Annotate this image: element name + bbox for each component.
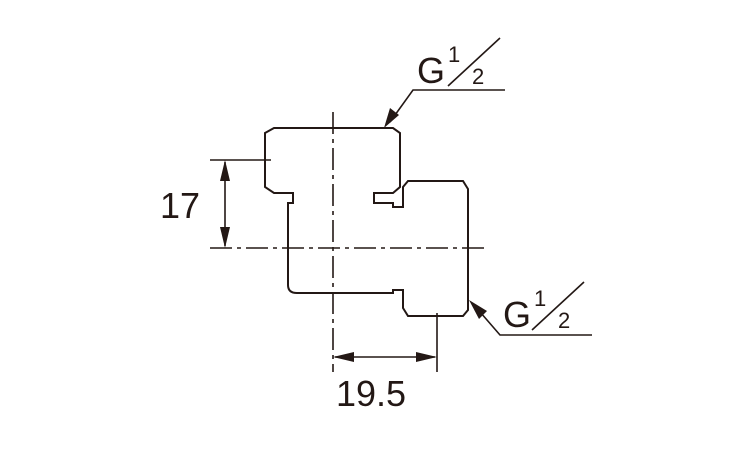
thread-letter: G [503,294,532,335]
thread-numerator: 1 [534,286,547,311]
fraction-slash [447,37,501,87]
thread-numerator: 1 [448,42,461,67]
leader-line-side [473,304,592,336]
dimension-label-height: 17 [160,185,201,226]
arrowhead [220,227,230,248]
arrowhead [333,352,354,362]
dimension-label-offset: 19.5 [336,373,407,414]
leader-line-top [389,89,505,123]
fitting-outline [264,127,469,317]
arrowhead [469,300,487,319]
thread-denominator: 2 [558,308,571,333]
arrowhead [384,108,399,128]
arrowhead [416,352,437,362]
thread-denominator: 2 [472,64,485,89]
thread-letter: G [417,50,446,91]
fraction-slash [531,281,585,331]
thread-label-top: G 1 2 [417,42,484,92]
arrowhead [220,160,230,181]
thread-label-side: G 1 2 [503,286,570,336]
